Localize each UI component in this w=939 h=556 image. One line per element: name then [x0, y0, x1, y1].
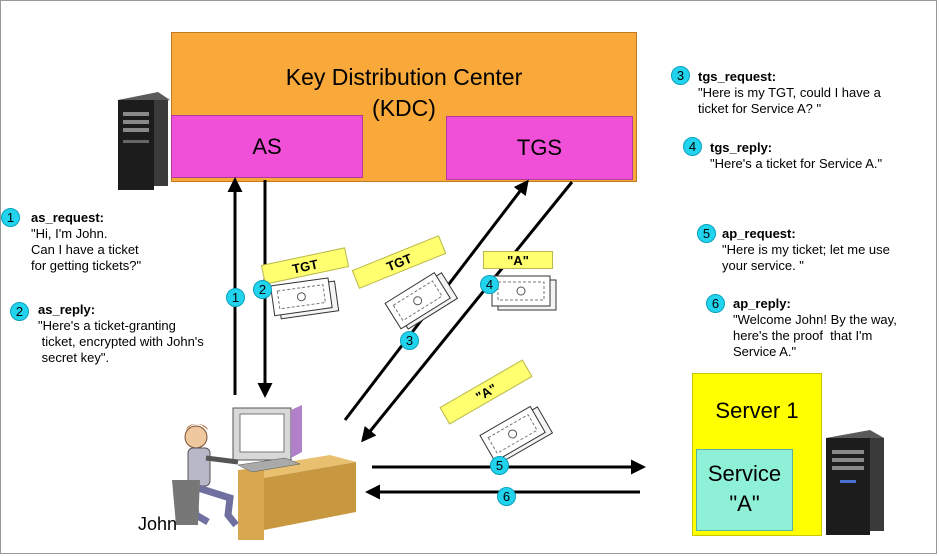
message-ap-reply: ap_reply: "Welcome John! By the way, her…	[733, 296, 897, 360]
tag-service-a-reply: "A"	[483, 251, 553, 269]
kdc-title-line2: (KDC)	[372, 95, 436, 121]
step-badge-2-arrow: 2	[253, 280, 272, 299]
step-badge-6-arrow: 6	[497, 487, 516, 506]
step-badge-4-arrow: 4	[480, 275, 499, 294]
service-label-line2: "A"	[729, 491, 760, 516]
message-ap-reply-text: "Welcome John! By the way, here's the pr…	[733, 312, 897, 359]
server-label: Server 1	[715, 398, 799, 423]
ticket-service-a-reply-icon	[491, 275, 557, 311]
message-as-reply: as_reply: "Here's a ticket-granting tick…	[38, 302, 204, 366]
tgs-box: TGS	[446, 116, 633, 180]
step-badge-5-legend: 5	[697, 224, 716, 243]
step-badge-1-arrow: 1	[226, 288, 245, 307]
kdc-title-line1: Key Distribution Center	[285, 64, 523, 90]
message-tgs-reply-text: "Here's a ticket for Service A."	[710, 156, 883, 171]
service-server-tower-icon	[826, 430, 884, 535]
tag-service-a-reply-label: "A"	[507, 252, 529, 268]
message-tgs-request: tgs_request: "Here is my TGT, could I ha…	[698, 69, 881, 117]
as-label: AS	[252, 133, 282, 159]
step-badge-1-legend: 1	[1, 208, 20, 227]
message-ap-reply-name: ap_reply:	[733, 296, 791, 311]
service-label: Service "A"	[696, 459, 793, 519]
step-badge-4-legend: 4	[683, 137, 702, 156]
person-john-icon	[172, 424, 239, 528]
message-as-request-name: as_request:	[31, 210, 104, 225]
kdc-title: Key Distribution Center (KDC)	[171, 62, 637, 124]
step-badge-3-legend: 3	[671, 66, 690, 85]
step-badge-2-legend: 2	[10, 302, 29, 321]
message-as-request-text: "Hi, I'm John. Can I have a ticket for g…	[31, 226, 142, 273]
message-tgs-reply: tgs_reply: "Here's a ticket for Service …	[710, 140, 882, 172]
ticket-tgt-request-icon	[384, 271, 459, 330]
message-tgs-reply-name: tgs_reply:	[710, 140, 773, 155]
client-label: John	[138, 514, 178, 534]
step-badge-3-arrow: 3	[400, 331, 419, 350]
kdc-server-tower-icon	[118, 92, 170, 190]
step-badge-6-legend: 6	[706, 294, 725, 313]
message-ap-request-name: ap_request:	[722, 226, 796, 241]
message-as-request: as_request: "Hi, I'm John. Can I have a …	[31, 210, 141, 274]
ticket-service-a-request-icon	[479, 405, 554, 463]
service-box	[696, 449, 793, 531]
message-as-reply-name: as_reply:	[38, 302, 96, 317]
message-tgs-request-text: "Here is my TGT, could I have a ticket f…	[698, 85, 881, 116]
step-badge-5-arrow: 5	[490, 456, 509, 475]
arrow-tgs-reply	[361, 181, 574, 443]
as-box: AS	[171, 115, 363, 178]
ticket-tgt-reply-icon	[269, 277, 340, 320]
message-ap-request: ap_request: "Here is my ticket; let me u…	[722, 226, 890, 274]
message-tgs-request-name: tgs_request:	[698, 69, 777, 84]
service-label-line1: Service	[707, 461, 782, 486]
tgs-label: TGS	[516, 135, 563, 160]
message-as-reply-text: "Here's a ticket-granting ticket, encryp…	[38, 318, 204, 365]
client-workstation-icon	[232, 405, 356, 540]
message-ap-request-text: "Here is my ticket; let me use your serv…	[722, 242, 890, 273]
tag-tgt-reply-label: TGT	[290, 255, 320, 277]
